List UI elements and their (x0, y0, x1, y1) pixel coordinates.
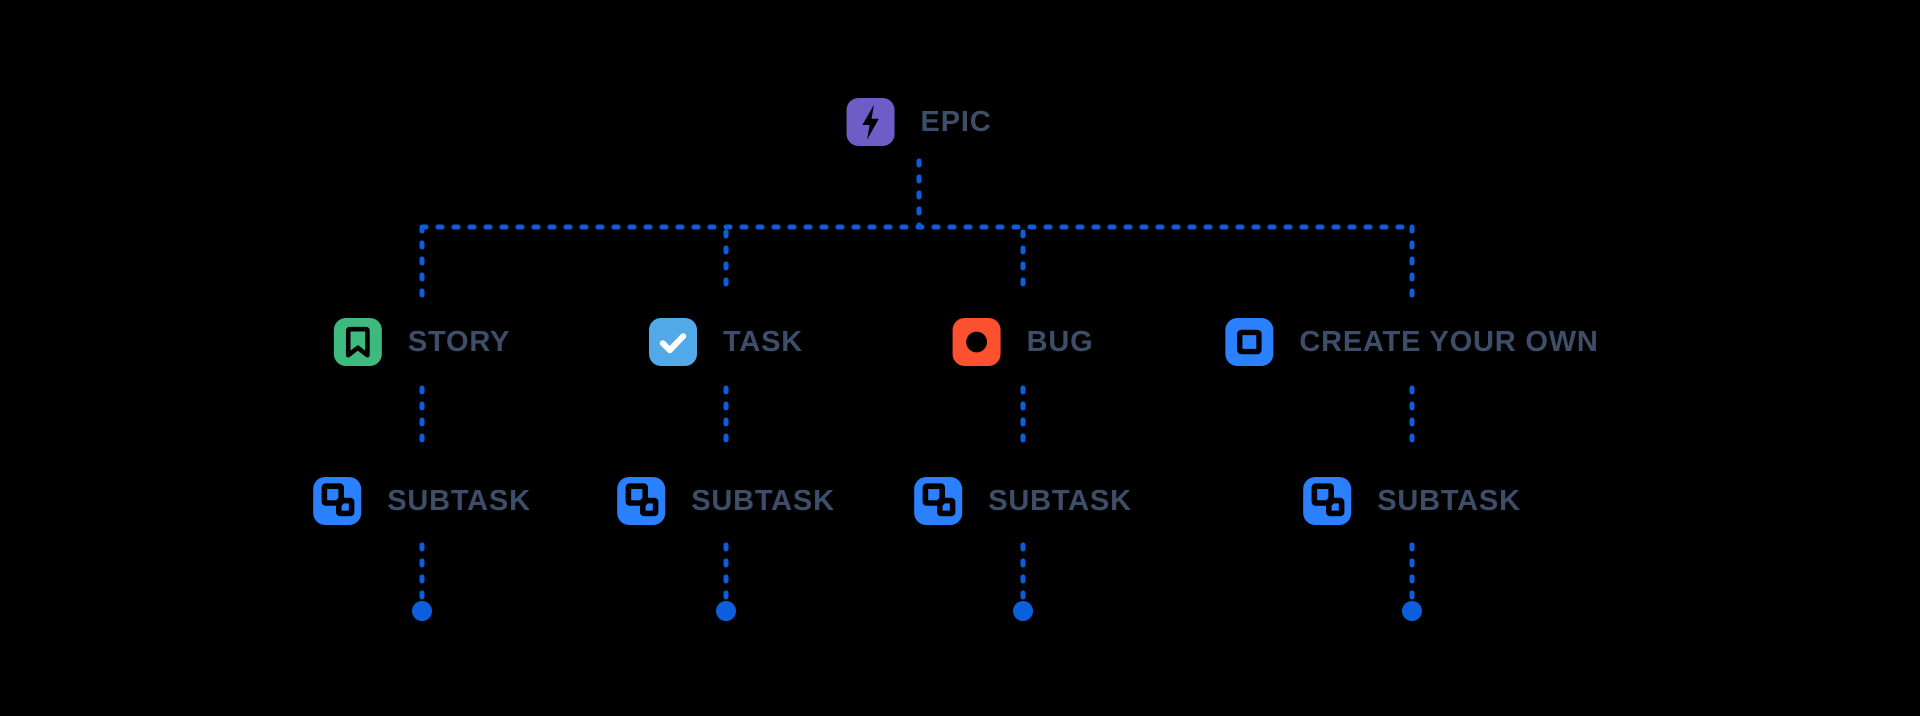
subtask-label: SUBTASK (691, 484, 835, 517)
subtask-label: SUBTASK (988, 484, 1132, 517)
subtask-icon (617, 477, 666, 525)
subtask-label: SUBTASK (1377, 484, 1521, 517)
story-label: STORY (407, 325, 511, 358)
subtask-icon (914, 477, 963, 525)
story-bookmark-icon (333, 318, 382, 366)
story-tail-dot (412, 601, 432, 621)
task-tail-dot (716, 601, 736, 621)
task-label: TASK (723, 325, 803, 358)
subtask-icon (313, 477, 362, 525)
node-subtask-1: SUBTASK (313, 477, 531, 525)
bug-tail-dot (1013, 601, 1033, 621)
epic-label: EPIC (920, 105, 992, 138)
bug-label: BUG (1026, 325, 1094, 358)
create-your-own-label: CREATE YOUR OWN (1299, 325, 1599, 358)
subtask-icon (1303, 477, 1352, 525)
node-subtask-2: SUBTASK (617, 477, 835, 525)
node-subtask-3: SUBTASK (914, 477, 1132, 525)
node-story: STORY (333, 318, 511, 366)
task-checkmark-icon (649, 318, 697, 366)
node-task: TASK (649, 318, 803, 366)
create-your-own-square-icon (1225, 318, 1274, 366)
subtask-label: SUBTASK (387, 484, 531, 517)
bug-dot-icon (952, 318, 1001, 366)
node-epic: EPIC (846, 98, 992, 146)
node-create-your-own: CREATE YOUR OWN (1225, 318, 1598, 366)
node-bug: BUG (952, 318, 1094, 366)
node-subtask-4: SUBTASK (1303, 477, 1521, 525)
create-tail-dot (1402, 601, 1422, 621)
epic-lightning-icon (846, 98, 895, 146)
